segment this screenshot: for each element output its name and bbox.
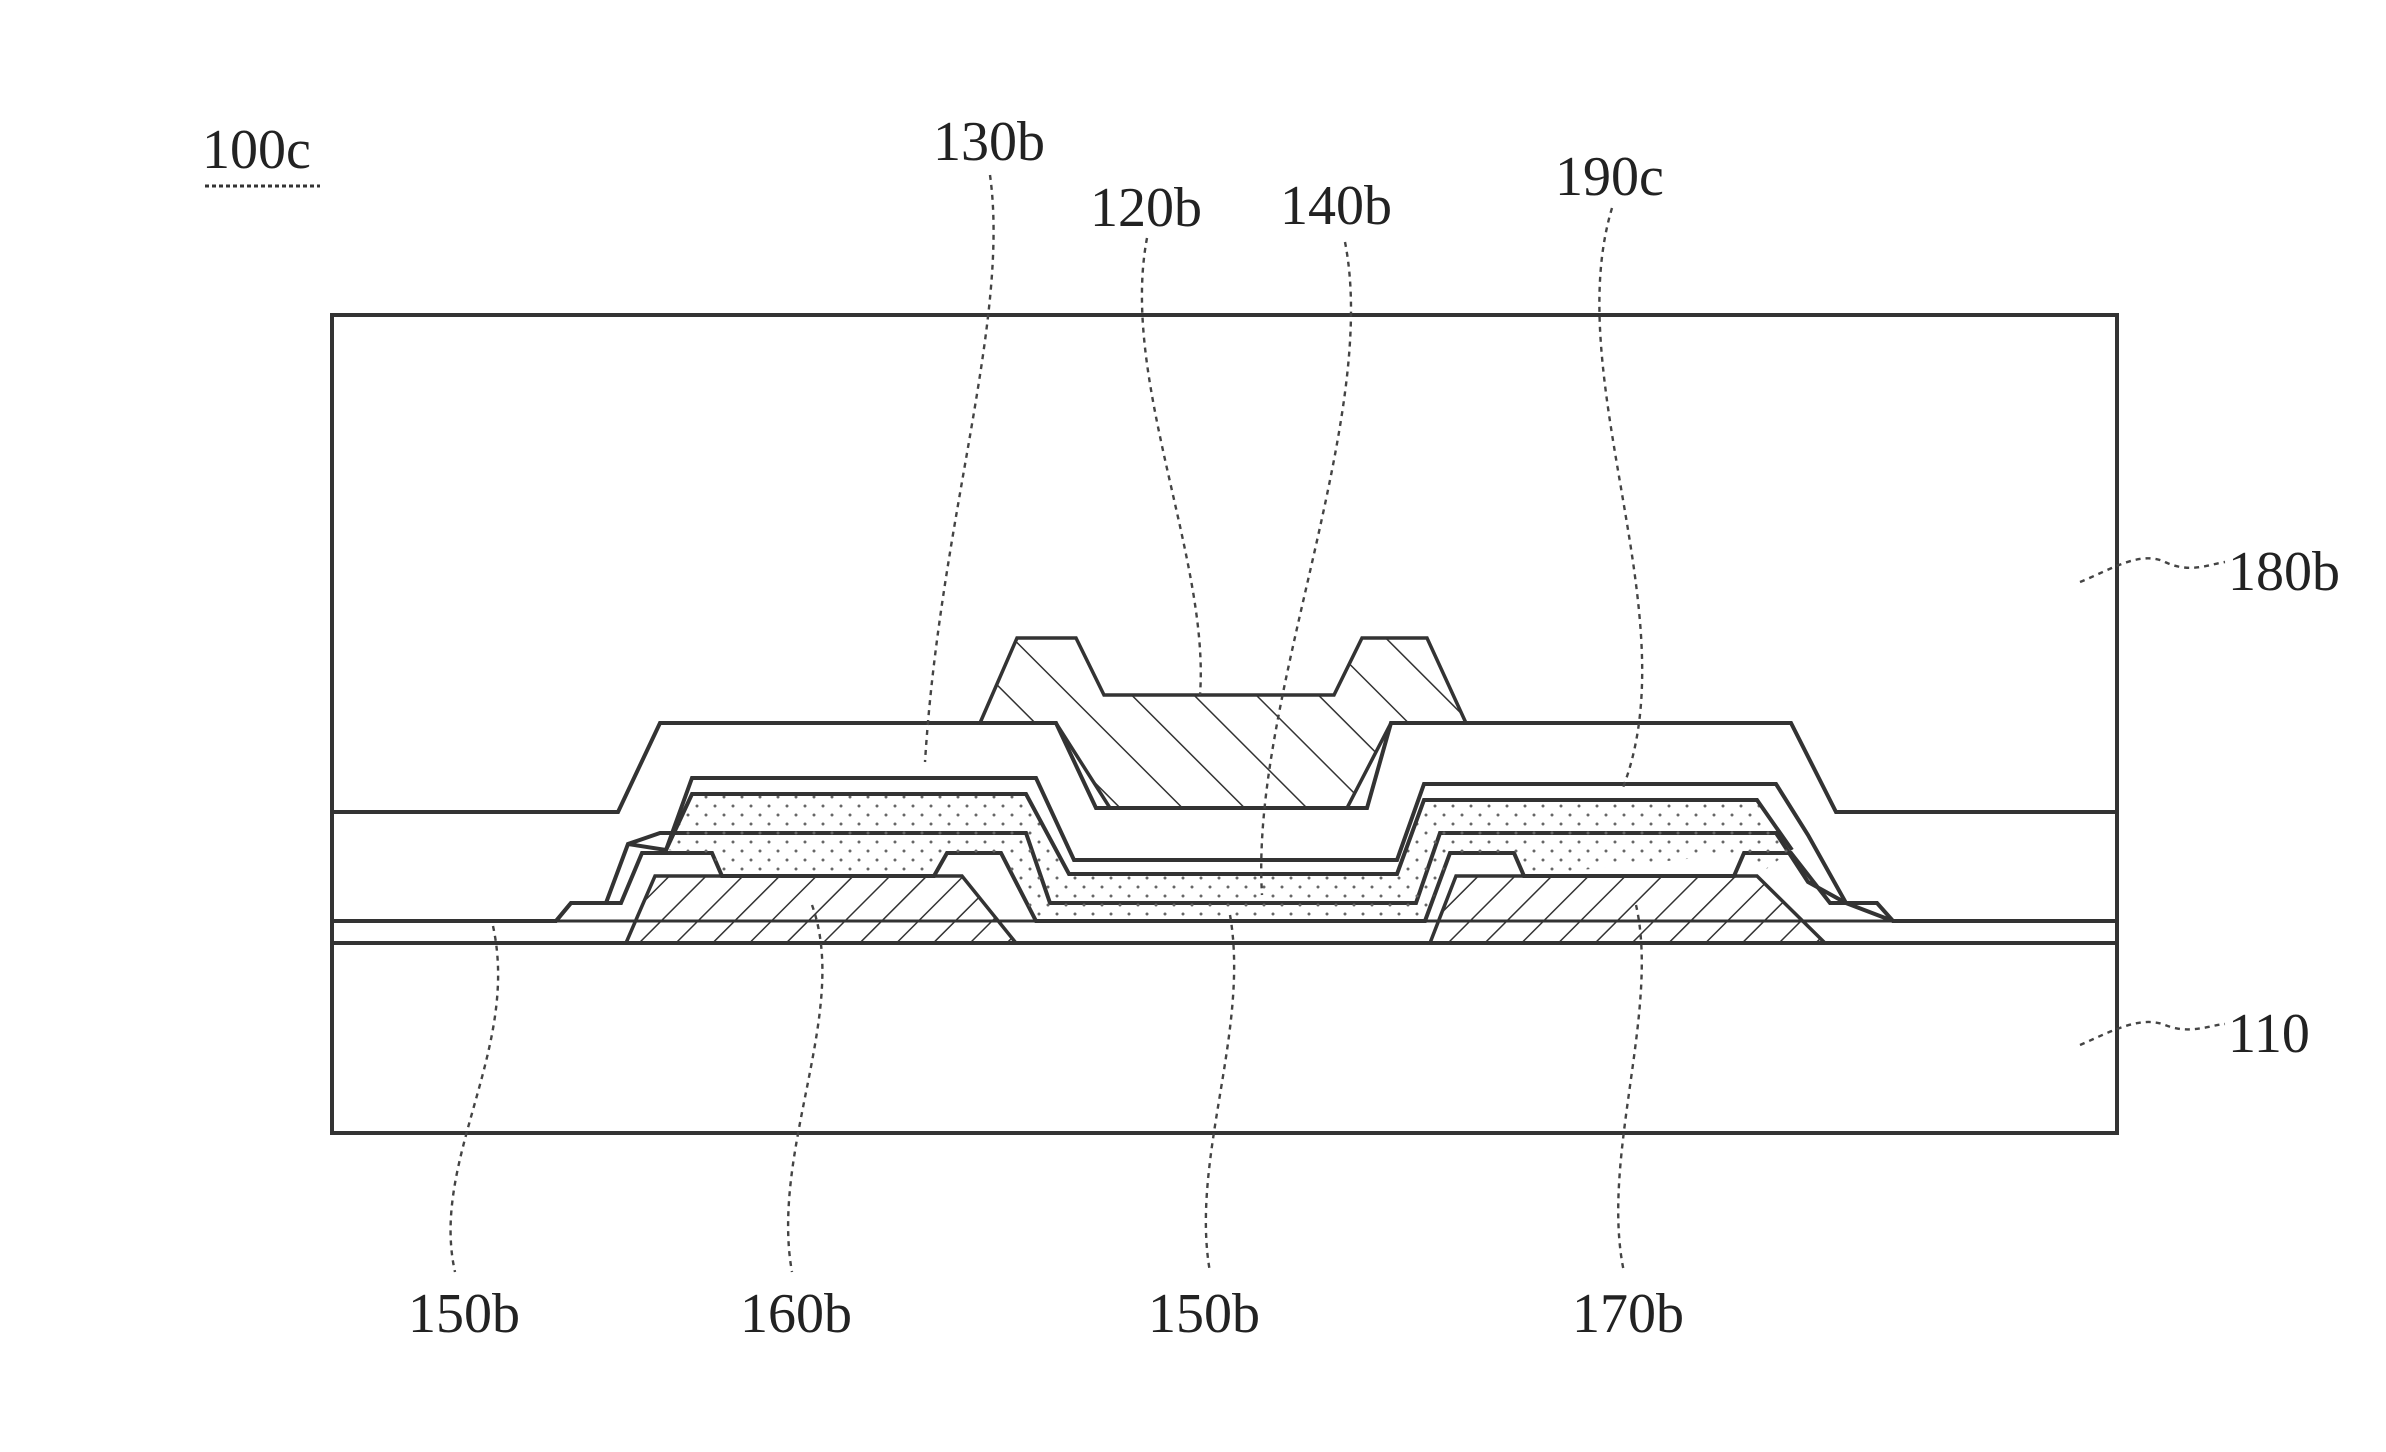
leader-150b-left bbox=[451, 926, 499, 1272]
electrode-160b bbox=[626, 876, 1016, 943]
label-180b: 180b bbox=[2228, 541, 2340, 603]
leader-170b bbox=[1618, 905, 1642, 1272]
label-190c: 190c bbox=[1555, 146, 1664, 208]
leader-180b bbox=[2080, 558, 2225, 582]
leader-150b-mid bbox=[1206, 915, 1234, 1272]
label-140b: 140b bbox=[1280, 175, 1392, 237]
leader-130b bbox=[925, 175, 994, 762]
label-120b: 120b bbox=[1090, 177, 1202, 239]
label-150b-left: 150b bbox=[408, 1283, 520, 1345]
label-130b: 130b bbox=[933, 111, 1045, 173]
label-150b-mid: 150b bbox=[1148, 1283, 1260, 1345]
label-170b: 170b bbox=[1572, 1283, 1684, 1345]
gate-electrode-120b bbox=[980, 638, 1466, 808]
leader-110 bbox=[2080, 1022, 2225, 1045]
label-110: 110 bbox=[2228, 1003, 2310, 1065]
leader-160b bbox=[788, 905, 822, 1272]
leader-190c bbox=[1599, 208, 1642, 790]
figure-label: 100c bbox=[202, 119, 311, 181]
label-160b: 160b bbox=[740, 1283, 852, 1345]
leader-120b bbox=[1142, 238, 1201, 695]
electrode-170b bbox=[1430, 876, 1825, 943]
